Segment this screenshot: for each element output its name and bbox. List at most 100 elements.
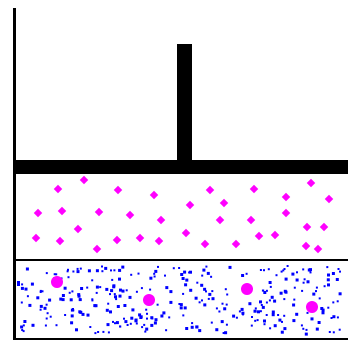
lower-dot [20,286,24,290]
lower-dot [102,330,105,333]
lower-dot [77,293,81,297]
lower-dot [77,294,81,298]
lower-dot [281,320,283,323]
lower-dot [76,270,80,274]
lower-dot [79,267,82,270]
lower-dot [91,299,94,302]
lower-dot [295,312,299,316]
lower-dot [265,289,268,292]
upper-particle [301,241,311,251]
lower-dot [306,311,309,314]
lower-dot [327,273,330,277]
lower-dot [110,289,114,293]
lower-dot [31,323,35,327]
lower-dot [259,269,262,271]
upper-particle [181,228,191,238]
lower-dot [105,308,109,312]
lower-dot [268,299,271,302]
lower-dot [68,291,71,294]
lower-dot [36,296,40,300]
lower-dot [172,267,175,270]
lower-dot [331,272,335,275]
upper-particle [149,190,159,200]
lower-dot [131,308,135,312]
lower-dot [253,309,257,313]
lower-dot [39,289,42,292]
lower-dot [128,295,132,299]
lower-dot [265,301,268,304]
lower-dot [263,323,266,326]
lower-dot [221,302,224,305]
lower-dot [336,316,339,319]
lower-dot [126,324,129,326]
lower-large-particle [241,283,253,295]
lower-dot [70,308,74,312]
lower-dot [86,286,89,289]
lower-dot [226,293,229,296]
lower-dot [300,324,303,327]
lower-dot [273,299,277,303]
lower-dot [153,321,157,325]
upper-particle-layer [31,175,334,254]
lower-dot [275,274,278,277]
lower-dot [267,268,270,271]
lower-dot [232,314,236,318]
lower-dot [195,325,199,329]
lower-dot [280,270,283,273]
lower-dot [248,302,252,306]
lower-dot [282,269,285,272]
lower-dot [238,310,241,313]
lower-dot [257,310,260,314]
lower-dot [107,302,110,305]
lower-dot [119,325,122,328]
lower-dot [129,322,132,325]
lower-dot [130,316,134,320]
upper-particle [31,233,41,243]
upper-particle [79,175,89,185]
lower-dot [162,311,166,315]
lower-dot [20,325,24,329]
lower-dot [168,316,171,319]
lower-large-particle-layer [51,276,318,313]
lower-dot [250,324,253,327]
lower-dot [310,317,314,321]
lower-dot [259,300,262,304]
lower-dot [101,265,103,268]
lower-dot [169,290,173,294]
upper-particle [302,222,312,232]
lower-dot [107,331,110,334]
lower-dot [198,329,202,333]
lower-dot [178,267,181,269]
lower-dot [144,330,147,333]
lower-dot [306,280,310,284]
upper-particle [125,210,135,220]
lower-dot [260,304,263,306]
lower-dot [315,327,319,331]
upper-particle [281,192,291,202]
lower-dot [269,327,272,330]
lower-dot [215,328,219,332]
upper-particle [281,208,291,218]
lower-dot [332,315,336,319]
lower-dot [328,331,331,333]
left-edge-blue-mark [17,281,20,286]
lower-dot [53,273,56,276]
lower-dot [67,276,70,279]
upper-particle [231,239,241,249]
lower-dot [154,318,158,322]
lower-dot [335,278,339,281]
lower-dot [21,329,24,331]
lower-dot [143,323,146,326]
lower-dot [178,303,181,305]
bottom-wall [14,338,348,340]
upper-particle [92,244,102,254]
lower-small-dot-layer [17,265,342,336]
upper-particle [306,178,316,188]
lower-dot [283,314,286,317]
lower-dot [201,274,204,277]
lower-dot [39,291,42,293]
partition-line [14,259,348,261]
lower-dot [268,281,272,284]
lower-dot [22,330,25,333]
lower-dot [41,290,44,293]
